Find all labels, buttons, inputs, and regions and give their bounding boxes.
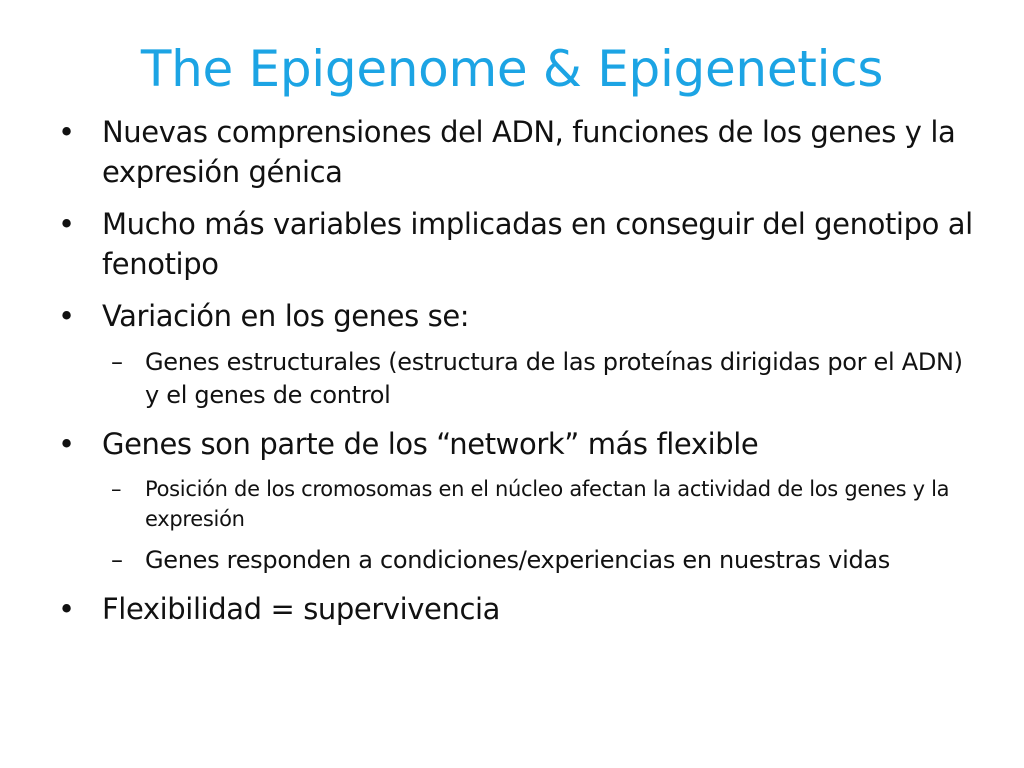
bullet-item: • Mucho más variables implicadas en cons… <box>58 204 978 284</box>
bullet-item: • Genes son parte de los “network” más f… <box>58 424 978 464</box>
bullet-icon: • <box>58 115 75 149</box>
bullet-text: Genes son parte de los “network” más fle… <box>102 427 759 461</box>
bullet-item: • Nuevas comprensiones del ADN, funcione… <box>58 112 978 192</box>
sub-bullet-text: Posición de los cromosomas en el núcleo … <box>145 477 950 531</box>
bullet-text: Mucho más variables implicadas en conseg… <box>102 207 973 281</box>
bullet-list: • Nuevas comprensiones del ADN, funcione… <box>58 112 978 629</box>
bullet-icon: • <box>58 592 75 626</box>
bullet-item: • Flexibilidad = supervivencia <box>58 589 978 629</box>
bullet-text: Variación en los genes se: <box>102 299 470 333</box>
bullet-text: Nuevas comprensiones del ADN, funciones … <box>102 115 956 189</box>
dash-icon: – <box>111 546 123 574</box>
slide-title: The Epigenome & Epigenetics <box>140 40 884 98</box>
bullet-icon: • <box>58 299 75 333</box>
dash-icon: – <box>111 477 122 501</box>
sub-bullet-text: Genes estructurales (estructura de las p… <box>145 348 963 409</box>
sub-bullet-text: Genes responden a condiciones/experienci… <box>145 546 890 574</box>
dash-icon: – <box>111 348 123 376</box>
sub-bullet-item: – Genes estructurales (estructura de las… <box>111 346 978 412</box>
bullet-item: • Variación en los genes se: <box>58 296 978 336</box>
bullet-text: Flexibilidad = supervivencia <box>102 592 501 626</box>
bullet-icon: • <box>58 427 75 461</box>
bullet-icon: • <box>58 207 75 241</box>
sub-bullet-item: – Posición de los cromosomas en el núcle… <box>111 474 978 534</box>
sub-bullet-item: – Genes responden a condiciones/experien… <box>111 544 978 577</box>
